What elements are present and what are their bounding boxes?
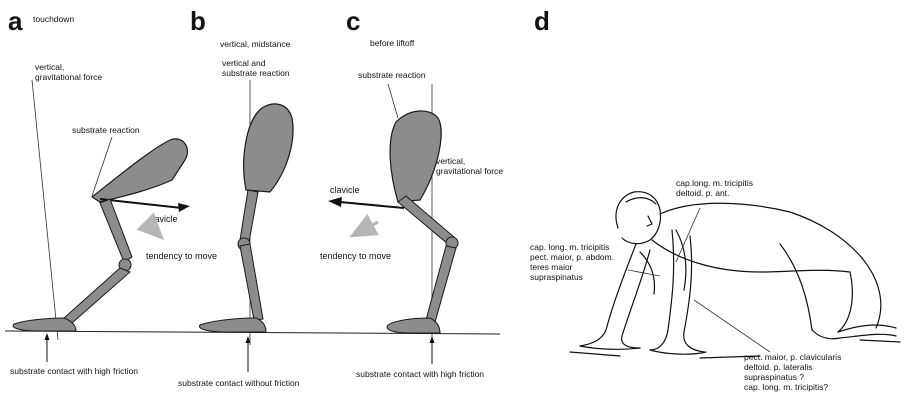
panel-letter-b: b xyxy=(190,6,206,36)
tendency-label-c: tendency to move xyxy=(320,251,391,261)
caption-a: touchdown xyxy=(33,14,74,24)
vertical-substrate-label-b-2: substrate reaction xyxy=(222,68,290,78)
substrate-reaction-label-c: substrate reaction xyxy=(358,70,426,80)
forearm-a xyxy=(64,268,130,323)
panel-letter-a: a xyxy=(8,6,23,36)
panel-a: a touchdown vertical, gravitational forc… xyxy=(8,6,217,376)
tendency-label-a: tendency to move xyxy=(146,251,217,261)
forearm-b xyxy=(240,244,263,320)
label-bottom-d-1: pect. maior, p. clavicularis xyxy=(744,352,841,362)
forearm-c xyxy=(426,246,456,322)
contact-label-a: substrate contact with high friction xyxy=(10,366,138,376)
label-left-d-2: pect. maior, p. abdom. xyxy=(530,252,614,262)
vertical-substrate-label-b-1: vertical and xyxy=(222,58,266,68)
label-bottom-d-4: cap. long. m. tricipitis? xyxy=(744,382,828,392)
leader-top-d xyxy=(676,208,700,262)
tendency-arrow-a xyxy=(148,224,162,238)
panel-d: d xyxy=(530,6,900,392)
panel-b: b vertical, midstance vertical and subst… xyxy=(178,6,300,388)
vertical-force-line-a xyxy=(32,80,58,340)
vertical-force-label-a-1: vertical, xyxy=(35,62,64,72)
scapula-c xyxy=(390,111,441,202)
panel-c: c before liftoff substrate reaction vert… xyxy=(320,6,503,379)
vertical-force-label-a-2: gravitational force xyxy=(35,72,102,82)
caption-b: vertical, midstance xyxy=(220,39,291,49)
clavicle-label-a: clavicle xyxy=(148,214,178,224)
tendency-arrow-c xyxy=(352,222,378,236)
contact-arrowhead-c xyxy=(430,336,435,343)
label-bottom-d-3: supraspinatus ? xyxy=(744,372,804,382)
caption-c: before liftoff xyxy=(370,38,415,48)
clavicle-arrow-a xyxy=(178,203,190,212)
contact-arrowhead-a xyxy=(45,333,50,340)
clavicle-bone-c xyxy=(340,202,404,208)
label-top-d-1: cap.long. m. tricipitis xyxy=(676,178,753,188)
scapula-a xyxy=(92,139,187,202)
vertical-force-label-c-2: gravitational force xyxy=(436,166,503,176)
substrate-reaction-label-a: substrate reaction xyxy=(72,125,140,135)
paw-c xyxy=(387,318,440,333)
label-left-d-3: teres maior xyxy=(530,262,573,272)
label-left-d-4: supraspinatus xyxy=(530,272,583,282)
contact-label-b: substrate contact without friction xyxy=(178,378,300,388)
leader-bottom-d xyxy=(694,300,770,352)
clavicle-label-c: clavicle xyxy=(330,185,360,195)
humerus-c xyxy=(398,196,454,244)
label-top-d-2: deltoid. p. ant. xyxy=(676,188,729,198)
panel-letter-d: d xyxy=(534,6,550,36)
vertical-force-label-c-1: vertical, xyxy=(436,156,465,166)
paw-b xyxy=(200,318,266,332)
contact-label-c: substrate contact with high friction xyxy=(356,369,484,379)
crawling-human-figure xyxy=(570,192,900,358)
label-left-d-1: cap. long. m. tricipitis xyxy=(530,242,609,252)
clavicle-arrow-c xyxy=(328,197,342,207)
scapula-b xyxy=(244,104,293,192)
label-bottom-d-2: deltoid. p. lateralis xyxy=(744,362,813,372)
substrate-reaction-line-c xyxy=(388,84,398,118)
humerus-b xyxy=(240,190,258,242)
humerus-a xyxy=(100,199,132,262)
panel-letter-c: c xyxy=(346,6,360,36)
paw-a xyxy=(13,318,76,331)
